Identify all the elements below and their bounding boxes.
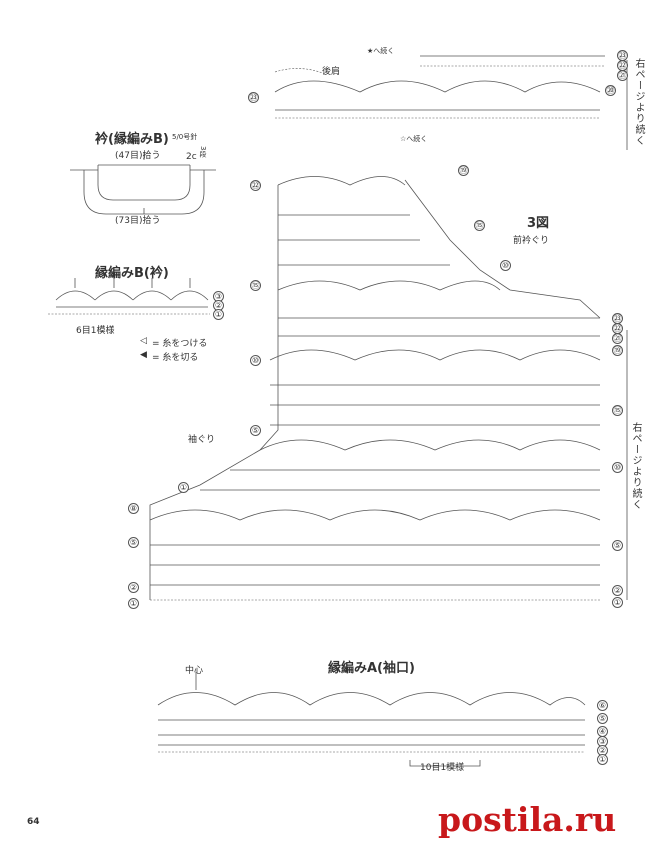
row-number: ⑮ [612, 405, 623, 416]
row-number: ㉑ [617, 70, 628, 81]
row-number: ⑩ [500, 260, 511, 271]
collar-bottom-count: (73目)拾う [115, 216, 161, 226]
figure-number: 3図 [527, 216, 550, 231]
front-body-chart [149, 176, 601, 601]
collar-side-rows: 3段 [199, 146, 207, 158]
page-number: 64 [27, 817, 40, 827]
edging-a-row-6: ⑥ [597, 700, 608, 711]
edging-a-center: 中心 [185, 666, 204, 676]
row-number: ⑩ [612, 462, 623, 473]
collar-outline [70, 152, 216, 215]
row-number: ⑲ [612, 345, 623, 356]
back-shoulder-chart [274, 55, 605, 119]
edging-b-repeat: 6目1模様 [76, 326, 115, 336]
row-number: ① [128, 598, 139, 609]
row-number: ⑤ [128, 537, 139, 548]
legend-cut-text: = 糸を切る [152, 353, 199, 363]
continue-open-star-label: ☆へ続く [400, 135, 428, 143]
continue-right-top: 右ページより続く [633, 58, 644, 146]
edging-b-title: 縁編みB(衿) [95, 266, 169, 281]
armhole-label: 袖ぐり [188, 435, 216, 445]
row-number: ⑩ [250, 355, 261, 366]
edging-a-repeat: 10目1模様 [420, 763, 465, 773]
row-number: ② [612, 585, 623, 596]
edging-a-title: 縁編みA(袖口) [328, 661, 415, 676]
row-number: ② [128, 582, 139, 593]
legend-attach-icon: ◁ [140, 336, 147, 346]
row-number: ㉒ [250, 180, 261, 191]
row-number: ① [178, 482, 189, 493]
continue-right-mid: 右ページより続く [630, 422, 641, 510]
edging-a-row-5: ⑤ [597, 713, 608, 724]
front-neckline-label: 前衿ぐり [513, 236, 550, 246]
row-number: ㉑ [612, 333, 623, 344]
row-number: ㉓ [248, 92, 259, 103]
collar-side-note: 2c [186, 152, 197, 162]
row-number: ⑮ [250, 280, 261, 291]
row-number: ⑳ [605, 85, 616, 96]
row-number: ⑤ [612, 540, 623, 551]
watermark: postila.ru [438, 800, 617, 839]
legend-cut-icon: ◀ [140, 350, 147, 360]
row-number: ⑤ [250, 425, 261, 436]
edging-a-chart [157, 672, 586, 767]
edging-b-chart [48, 278, 210, 315]
edging-a-row-1: ① [597, 754, 608, 765]
row-number: ① [612, 597, 623, 608]
legend-attach-text: = 糸をつける [152, 339, 208, 349]
continue-star-label: ★へ続く [367, 47, 395, 55]
row-number: ⑧ [128, 503, 139, 514]
row-number: ⑮ [474, 220, 485, 231]
edging-b-row-1: ① [213, 309, 224, 320]
collar-hook-size: 5/0号針 [172, 133, 198, 141]
collar-top-count: (47目)拾う [115, 151, 161, 161]
row-number: ⑲ [458, 165, 469, 176]
back-shoulder-label: 後肩 [322, 67, 341, 77]
collar-title: 衿(縁編みB) [95, 132, 169, 147]
